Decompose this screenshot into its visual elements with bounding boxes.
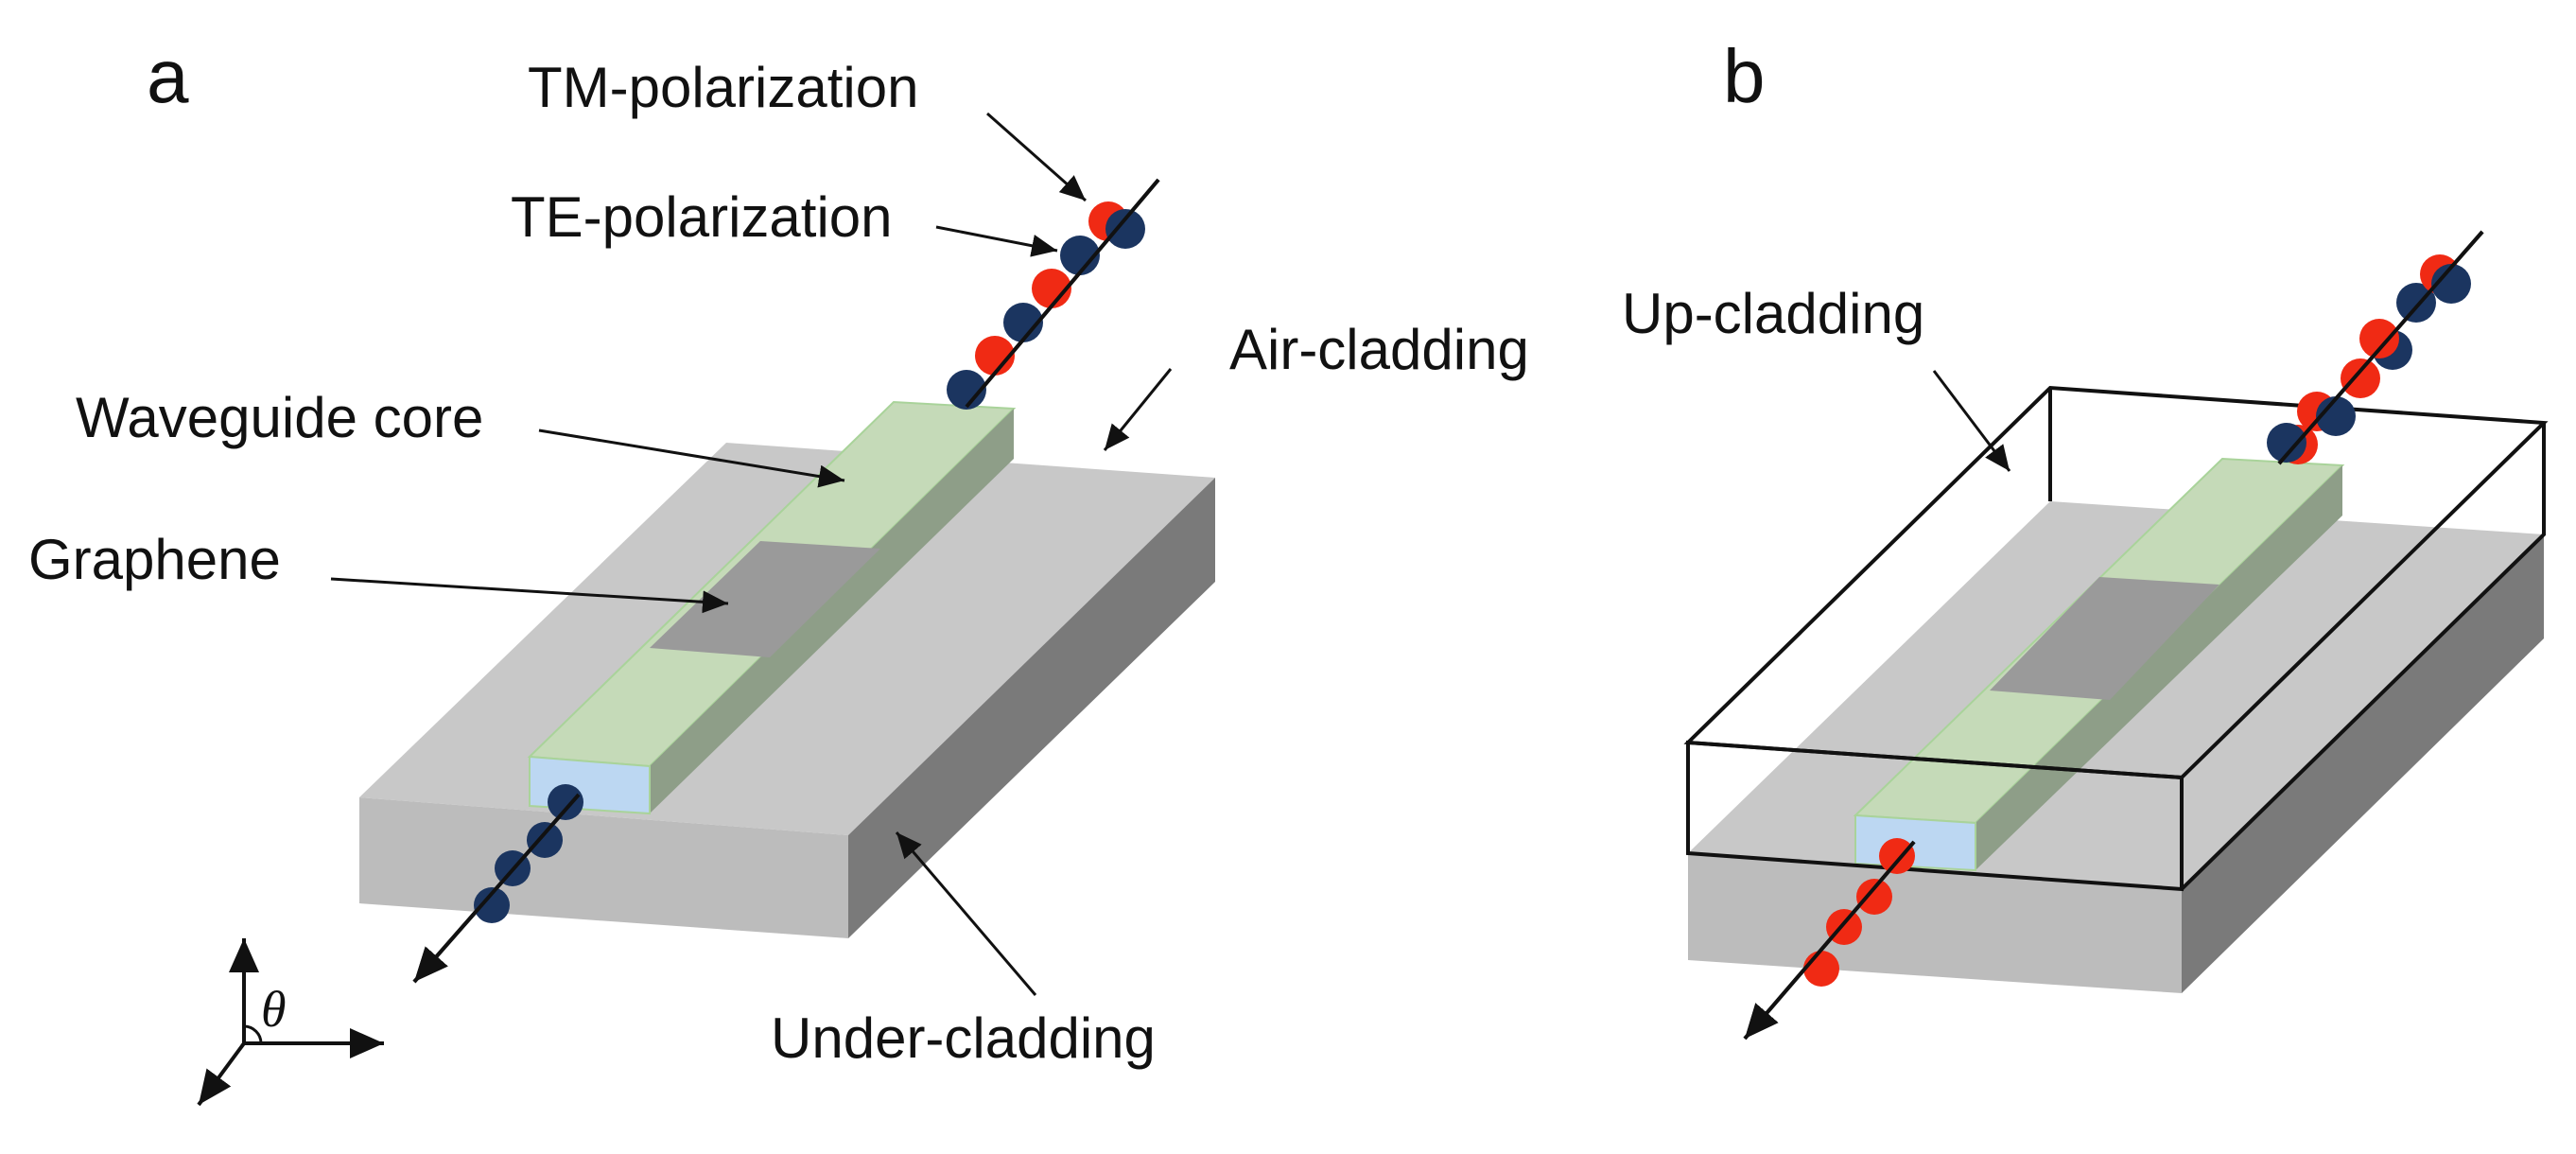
axis-diagonal: [197, 1041, 246, 1107]
incoming-wave-b: [2267, 230, 2484, 465]
panel-a: θ a TM-polarization TE-polarization Air-…: [28, 34, 1529, 1107]
tm-polarization-arrow: [986, 112, 1087, 202]
tm-wave-lobe: [1032, 269, 1071, 308]
incoming-ray-overlay: [2277, 230, 2484, 465]
outgoing-ray-overlay: [1743, 840, 1916, 1040]
waveguide-core-label: Waveguide core: [76, 386, 483, 449]
coordinate-axes: θ: [197, 938, 384, 1107]
up-cladding-box: [1683, 385, 2549, 892]
under-cladding-arrow: [895, 831, 1037, 996]
core-front-facet: [529, 755, 651, 815]
panel-label-a: a: [147, 34, 189, 118]
te-wave-lobe: [1105, 209, 1145, 249]
te-wave-lobe: [527, 822, 563, 858]
panel-b: b Up-cladding: [1622, 34, 2549, 1040]
te-wave-lobe: [2431, 264, 2471, 304]
te-wave-lobe: [2267, 423, 2306, 463]
tm-wave-lobe: [2359, 319, 2399, 358]
under-cladding-side-face: [848, 478, 1215, 938]
tm-wave-lobe: [1803, 951, 1839, 987]
te-wave-lobe: [548, 784, 583, 820]
callout-arrows-a: [330, 112, 1173, 996]
tm-polarization-label: TM-polarization: [528, 56, 918, 119]
tm-wave-lobe: [1856, 879, 1892, 915]
te-polarization-label: TE-polarization: [511, 185, 893, 249]
up-cladding-arrow: [1932, 370, 2011, 472]
waveguide-core-a: [527, 400, 1017, 815]
te-wave-lobe: [474, 887, 510, 923]
te-wave-lobe: [2396, 283, 2436, 323]
core-side-face: [650, 409, 1014, 813]
tm-wave-lobe: [1879, 838, 1915, 874]
air-cladding-label: Air-cladding: [1229, 318, 1529, 381]
te-wave-lobe: [1060, 236, 1100, 275]
outgoing-ray-overlay: [412, 793, 581, 984]
outgoing-wave-b: [1743, 838, 1916, 1040]
graphene-patch: [650, 541, 880, 657]
air-cladding-arrow: [1103, 368, 1173, 451]
core-front-facet: [1854, 813, 1976, 872]
waveguide-core-arrow: [538, 428, 845, 488]
te-wave-lobe: [1003, 303, 1043, 342]
graphene-arrow: [330, 577, 729, 614]
theta-arc: [243, 1024, 263, 1044]
te-polarization-arrow: [935, 225, 1058, 257]
theta-label: θ: [261, 981, 287, 1038]
te-wave-lobe: [947, 370, 986, 410]
te-wave-lobe: [2316, 396, 2356, 436]
under-cladding-label: Under-cladding: [771, 1006, 1156, 1070]
incoming-wave-a: [947, 178, 1160, 410]
graphene-label: Graphene: [28, 528, 281, 591]
tm-wave-lobe: [975, 336, 1015, 376]
up-cladding-side-edge: [2180, 423, 2546, 891]
tm-wave-lobe: [2341, 358, 2380, 398]
panel-label-b: b: [1723, 34, 1766, 118]
under-cladding-side-face: [2182, 534, 2544, 993]
up-cladding-label: Up-cladding: [1622, 282, 1924, 345]
outgoing-wave-a: [412, 784, 583, 984]
incoming-ray-overlay: [965, 178, 1160, 409]
graphene-patch: [1990, 577, 2219, 700]
